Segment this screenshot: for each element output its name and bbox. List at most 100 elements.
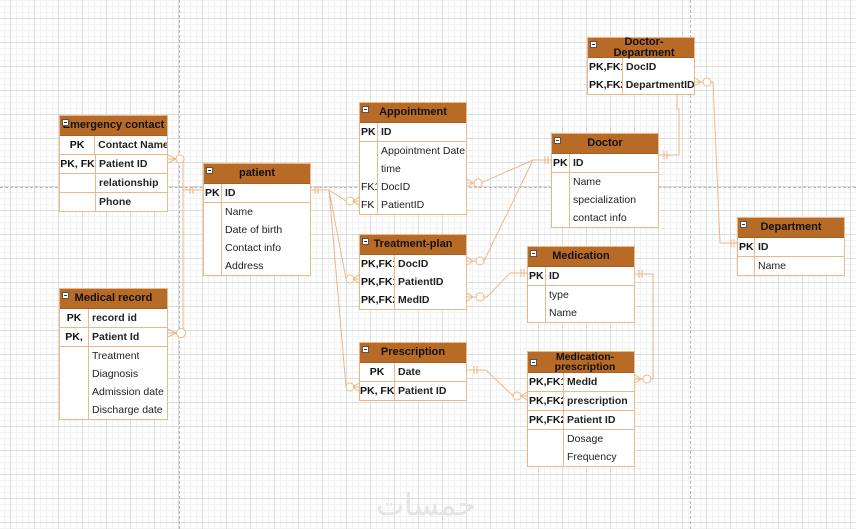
collapse-icon[interactable] [590, 41, 597, 48]
field-name: DocID [626, 61, 657, 73]
entity-row[interactable]: Name [528, 304, 634, 322]
field-name: Patient ID [398, 385, 447, 397]
entity-title: Doctor-Department [613, 35, 675, 59]
link-patient-treatment-plan [328, 189, 359, 280]
link-patient-appointment [311, 189, 359, 202]
collapse-icon[interactable] [62, 119, 69, 126]
crowsfoot-zero-marker [175, 154, 185, 164]
key-label: PK [738, 238, 755, 256]
entity-row[interactable]: type [528, 286, 634, 304]
entity-row[interactable]: Name [204, 203, 310, 221]
entity-row[interactable]: Date of birth [204, 221, 310, 239]
entity-row[interactable]: Address [204, 257, 310, 275]
collapse-icon[interactable] [554, 137, 561, 144]
field-name: Diagnosis [92, 368, 139, 380]
entity-header[interactable]: Medical record [60, 289, 167, 309]
entity-header[interactable]: Prescription [360, 343, 466, 363]
field-name: Name [225, 206, 254, 218]
entity-row[interactable]: Contact info [204, 239, 310, 257]
field-name: Address [225, 260, 264, 272]
entity-header[interactable]: Treatment-plan [360, 235, 466, 255]
link-department-doctor-department [695, 81, 737, 244]
entity-header[interactable]: Doctor [552, 134, 658, 154]
key-label: PK [60, 136, 96, 154]
field-name: Contact info [225, 242, 282, 254]
entity-title: Doctor [587, 137, 623, 149]
collapse-icon[interactable] [362, 238, 369, 245]
entity-row[interactable]: Dosage [528, 430, 634, 448]
key-label: FK1 [360, 178, 378, 196]
entity-title: patient [238, 167, 276, 179]
entity-row[interactable]: Phone [60, 193, 167, 211]
collapse-icon[interactable] [530, 250, 537, 257]
entity-row[interactable]: contact info [552, 209, 658, 227]
entity-row[interactable]: Diagnosis [60, 365, 167, 383]
entity-row[interactable]: Name [552, 173, 658, 191]
entity-header[interactable]: Medication-prescription [528, 352, 634, 373]
link-patient-emergency-contact [168, 158, 203, 191]
field-name: Frequency [567, 451, 617, 463]
entity-row[interactable]: Frequency [528, 448, 634, 466]
collapse-icon[interactable] [62, 292, 69, 299]
link-prescription-medication-prescription [467, 369, 527, 397]
link-patient-prescription [328, 189, 359, 388]
entity-header[interactable]: Emergency contact [60, 116, 167, 136]
collapse-icon[interactable] [530, 359, 537, 366]
field-name: Patient ID [567, 414, 616, 426]
entity-header[interactable]: Medication [528, 247, 634, 267]
entity-title: Medication [552, 250, 610, 262]
entity-row[interactable]: time [360, 160, 466, 178]
field-name: PatientID [398, 276, 444, 288]
collapse-icon[interactable] [362, 346, 369, 353]
collapse-icon[interactable] [362, 106, 369, 113]
entity-row[interactable]: PK,Patient Id [60, 328, 167, 347]
entity-header[interactable]: Doctor-Department [588, 35, 694, 59]
entity-row[interactable]: Appointment Date [360, 142, 466, 160]
entity-row[interactable]: Discharge date [60, 401, 167, 419]
entity-header[interactable]: patient [204, 164, 310, 184]
collapse-icon[interactable] [740, 221, 747, 228]
entity-row[interactable]: Treatment [60, 347, 167, 365]
field-name: PatientID [381, 199, 425, 211]
key-label [60, 174, 96, 192]
entity-header[interactable]: Department [738, 218, 844, 238]
entity-row[interactable]: Name [738, 257, 844, 275]
entity-row[interactable]: Admission date [60, 383, 167, 401]
field-name: Name [549, 307, 578, 319]
entity-row[interactable]: relationship [60, 174, 167, 193]
collapse-icon[interactable] [206, 167, 213, 174]
entity-row[interactable]: specialization [552, 191, 658, 209]
entity-header[interactable]: Appointment [360, 103, 466, 123]
